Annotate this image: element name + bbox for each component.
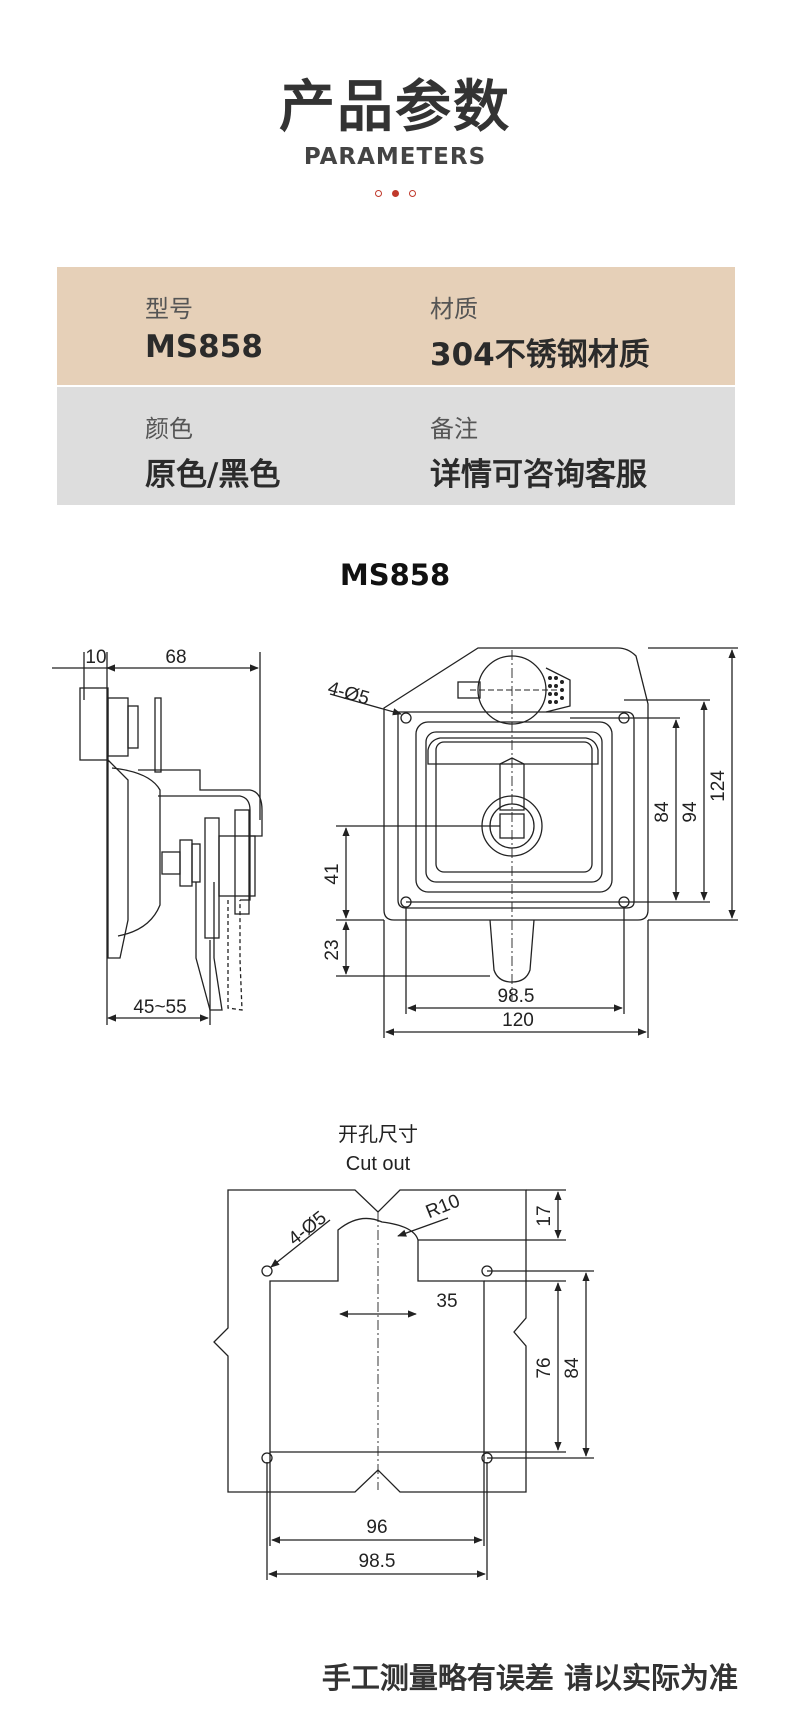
param-value: 304不锈钢材质 (430, 337, 650, 373)
side-view-labels: 10 68 45~55 (85, 647, 186, 1018)
dot-icon (408, 190, 416, 197)
param-label: 颜色 (145, 415, 193, 443)
cutout-dim-labels: 4-Ø5 R10 17 35 76 84 96 98.5 (285, 1191, 583, 1572)
dim-label: 45~55 (133, 997, 186, 1018)
radius-label: R10 (423, 1191, 463, 1224)
dim-label: 96 (366, 1517, 387, 1538)
cutout-title-cn: 开孔尺寸 (338, 1123, 418, 1146)
param-label: 材质 (430, 295, 478, 323)
param-label: 型号 (145, 295, 193, 323)
dim-label: 120 (502, 1010, 534, 1031)
param-value: 原色/黑色 (145, 457, 281, 493)
drawing-model-title: MS858 (339, 558, 451, 592)
page-title: 产品参数 (279, 75, 511, 140)
cutout-labels: 开孔尺寸 Cut out (338, 1123, 418, 1175)
param-value: MS858 (145, 329, 263, 365)
dim-label: 124 (708, 770, 729, 802)
holes-label: 4-Ø5 (285, 1207, 331, 1250)
dim-label: 41 (322, 863, 343, 884)
param-label: 备注 (430, 415, 478, 443)
dim-label: 68 (165, 647, 186, 668)
dim-label: 10 (85, 647, 106, 668)
param-row-2: 颜色 原色/黑色 备注 详情可咨询客服 (57, 387, 735, 505)
cutout-title-en: Cut out (346, 1153, 411, 1175)
dim-label: 84 (652, 801, 673, 823)
dim-label: 84 (562, 1357, 583, 1379)
param-value: 详情可咨询客服 (430, 457, 647, 493)
title-decoration (0, 183, 790, 202)
dim-label: 98.5 (359, 1551, 396, 1572)
dim-label: 17 (534, 1205, 555, 1226)
dot-icon (374, 190, 382, 197)
page-subtitle: PARAMETERS (303, 144, 487, 170)
dim-label: 76 (534, 1357, 555, 1378)
dot-icon (391, 190, 399, 197)
dim-label: 35 (436, 1291, 457, 1312)
side-view (52, 652, 263, 1025)
param-row-1: 型号 MS858 材质 304不锈钢材质 (57, 267, 735, 385)
front-view (329, 647, 738, 1038)
dim-label: 23 (322, 939, 343, 960)
cutout-view (213, 1189, 594, 1580)
dim-label: 94 (680, 801, 701, 823)
disclaimer-text: 手工测量略有误差 请以实际为准 (321, 1661, 738, 1695)
holes-label: 4-Ø5 (325, 678, 371, 710)
dim-label: 98.5 (498, 986, 535, 1007)
